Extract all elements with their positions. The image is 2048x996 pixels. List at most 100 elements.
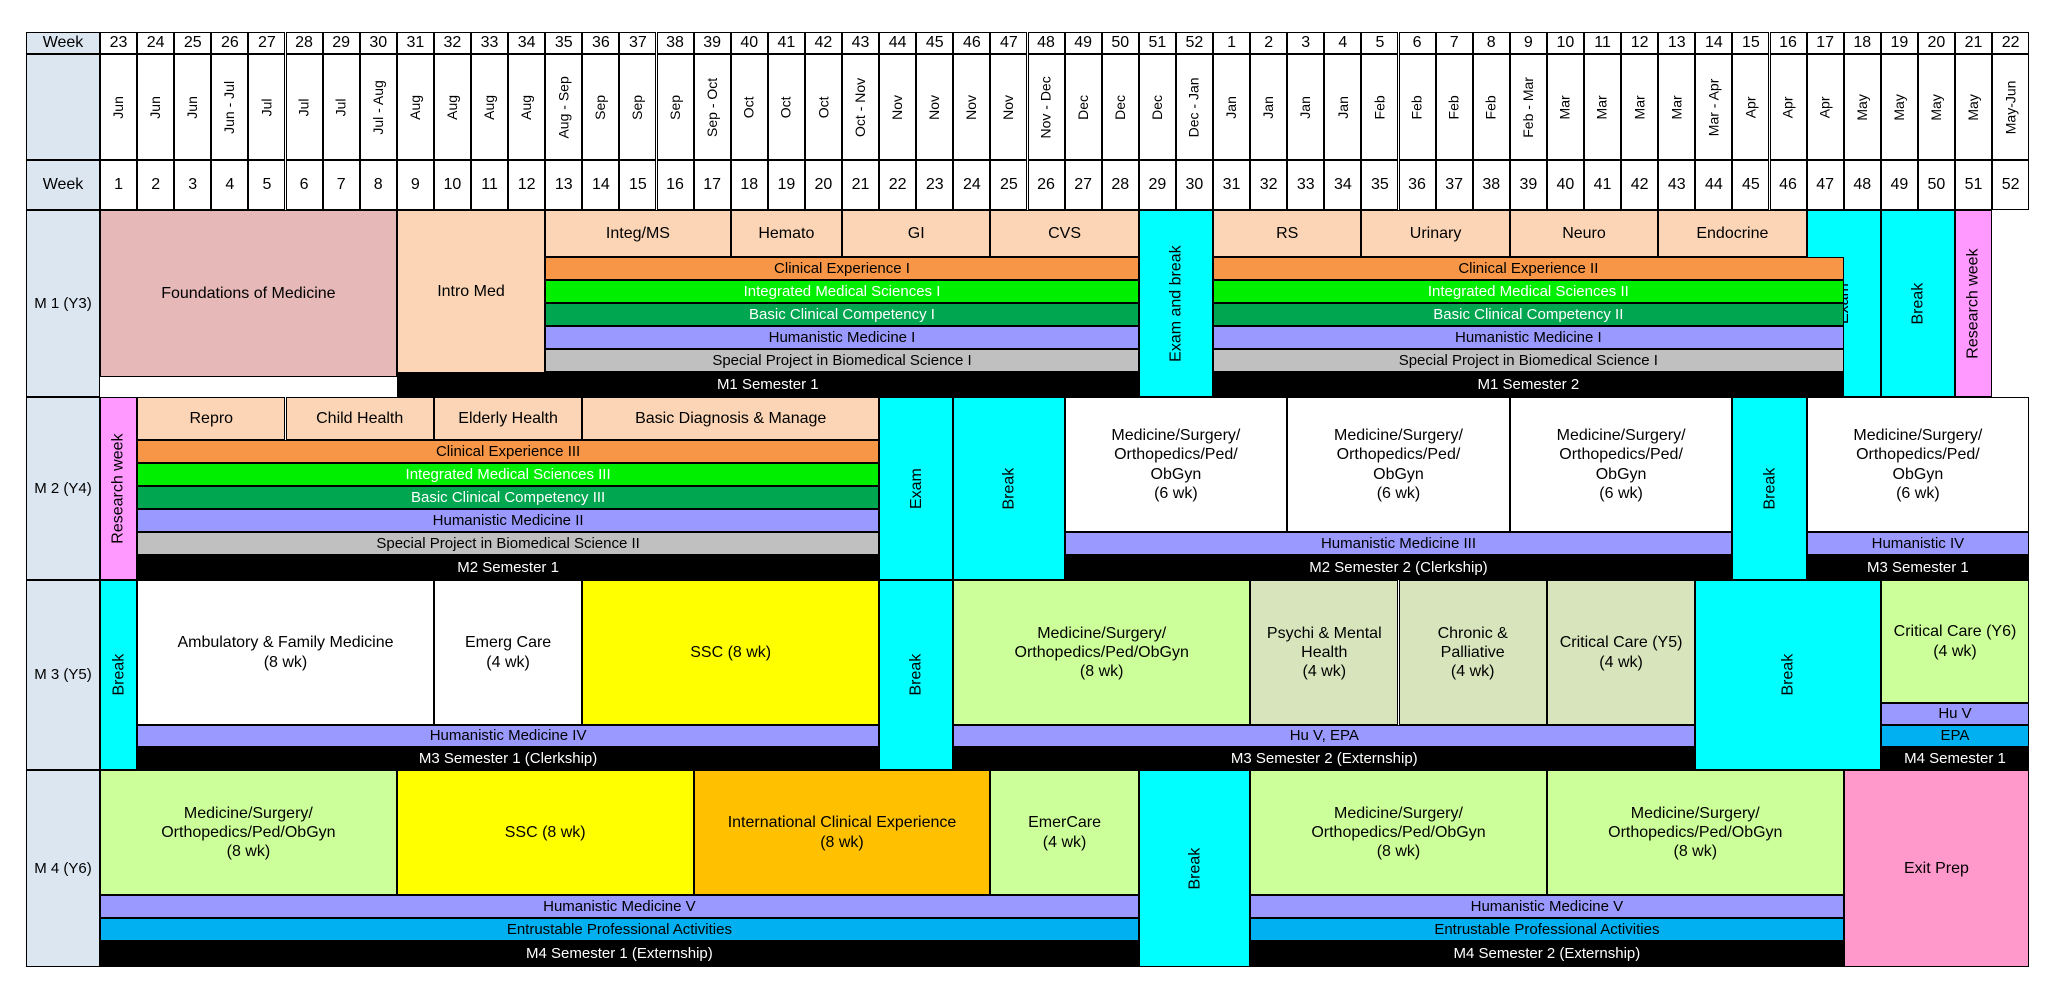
- block-hu-v-epa: Hu V, EPA: [953, 725, 1696, 747]
- month-label: Oct: [777, 96, 794, 118]
- month-label: Jul: [295, 98, 312, 116]
- month-cell: Jan: [1287, 54, 1325, 160]
- month-cell: Jan: [1213, 54, 1251, 160]
- month-cell: Nov: [953, 54, 991, 160]
- academic-week-cell: 51: [1955, 160, 1993, 210]
- calendar-week-cell: 23: [100, 32, 138, 54]
- month-label: Feb: [1482, 94, 1499, 120]
- block-break: Break: [879, 580, 954, 770]
- academic-week-cell: 5: [248, 160, 286, 210]
- month-label: Jun: [110, 95, 127, 119]
- month-label: Mar - Apr: [1705, 78, 1722, 136]
- calendar-week-cell: 19: [1880, 32, 1918, 54]
- month-cell: Oct: [730, 54, 768, 160]
- calendar-week-cell: 44: [879, 32, 917, 54]
- month-cell: Oct - Nov: [842, 54, 880, 160]
- block-special-project-in-biomedical-science-i: Special Project in Biomedical Science I: [545, 349, 1139, 372]
- calendar-week-cell: 38: [656, 32, 694, 54]
- month-cell: Jun: [174, 54, 212, 160]
- academic-week-cell: 33: [1287, 160, 1325, 210]
- calendar-week-cell: 33: [471, 32, 509, 54]
- block-medicine-surgery: Medicine/Surgery/ Orthopedics/Ped/ObGyn …: [953, 580, 1251, 725]
- calendar-week-cell: 7: [1435, 32, 1473, 54]
- block-humanistic-medicine-i: Humanistic Medicine I: [1213, 326, 1844, 349]
- block-ambulatory-family-medicine: Ambulatory & Family Medicine (8 wk): [137, 580, 434, 725]
- block-humanistic-iv: Humanistic IV: [1806, 532, 2030, 555]
- calendar-week-cell: 48: [1027, 32, 1065, 54]
- month-label: Nov: [889, 94, 906, 120]
- block-break-label: Break: [1185, 847, 1203, 890]
- month-label: May: [1965, 93, 1982, 121]
- month-label: Oct - Nov: [852, 77, 869, 137]
- month-label: Aug: [406, 94, 423, 120]
- month-cell: Feb: [1472, 54, 1510, 160]
- calendar-week-cell: 39: [693, 32, 731, 54]
- academic-week-cell: 50: [1917, 160, 1955, 210]
- calendar-week-cell: 47: [990, 32, 1028, 54]
- calendar-week-cell: 4: [1324, 32, 1362, 54]
- calendar-week-cell: 9: [1509, 32, 1547, 54]
- calendar-week-cell: 46: [953, 32, 991, 54]
- month-cell: Mar: [1658, 54, 1696, 160]
- block-critical-care-y6: Critical Care (Y6) (4 wk): [1880, 580, 2030, 703]
- year-row-label-m4: M 4 (Y6): [26, 770, 100, 967]
- block-exit-prep: Exit Prep: [1843, 770, 2030, 967]
- academic-week-cell: 9: [396, 160, 434, 210]
- block-ssc-8-wk: SSC (8 wk): [582, 580, 880, 725]
- academic-week-cell: 22: [879, 160, 917, 210]
- month-label: Jun - Jul: [221, 80, 238, 134]
- block-m3-semester-1-clerkship: M3 Semester 1 (Clerkship): [137, 747, 880, 770]
- month-label: Jul: [258, 98, 275, 116]
- calendar-week-cell: 36: [582, 32, 620, 54]
- academic-week-cell: 12: [508, 160, 546, 210]
- block-urinary: Urinary: [1361, 210, 1510, 257]
- block-clinical-experience-ii: Clinical Experience II: [1213, 257, 1844, 280]
- block-intro-med: Intro Med: [396, 210, 546, 374]
- calendar-week-cell: 35: [545, 32, 583, 54]
- academic-week-cell: 2: [137, 160, 175, 210]
- academic-week-cell: 35: [1361, 160, 1399, 210]
- academic-week-cell: 46: [1769, 160, 1807, 210]
- academic-week-cell: 8: [359, 160, 397, 210]
- calendar-week-cell: 43: [842, 32, 880, 54]
- month-cell: May: [1917, 54, 1955, 160]
- block-emercare: EmerCare (4 wk): [990, 770, 1139, 895]
- academic-week-cell: 25: [990, 160, 1028, 210]
- block-neuro: Neuro: [1509, 210, 1659, 257]
- week-header-label: Week: [26, 32, 100, 54]
- month-label: Jun: [147, 95, 164, 119]
- block-m2-semester-1: M2 Semester 1: [137, 555, 880, 580]
- month-label: Mar: [1594, 94, 1611, 120]
- block-research-week-label: Research week: [109, 433, 127, 544]
- month-cell: Apr: [1732, 54, 1770, 160]
- block-research-week: Research week: [1955, 210, 1993, 397]
- academic-week-cell: 24: [953, 160, 991, 210]
- academic-week-cell: 13: [545, 160, 583, 210]
- month-label: Nov: [963, 94, 980, 120]
- academic-week-cell: 19: [767, 160, 805, 210]
- calendar-week-cell: 18: [1843, 32, 1881, 54]
- month-label: Jul: [332, 98, 349, 116]
- month-cell: Jul: [248, 54, 286, 160]
- block-m4-semester-1-externship: M4 Semester 1 (Externship): [100, 941, 1139, 967]
- calendar-week-cell: 37: [619, 32, 657, 54]
- academic-week-cell: 17: [693, 160, 731, 210]
- month-cell: Nov - Dec: [1027, 54, 1065, 160]
- academic-week-cell: 32: [1250, 160, 1288, 210]
- month-label: Apr: [1742, 96, 1759, 118]
- block-basic-clinical-competency-i: Basic Clinical Competency I: [545, 303, 1139, 326]
- block-break-label: Break: [109, 654, 127, 696]
- block-break-label: Break: [1779, 654, 1797, 696]
- block-break: Break: [1732, 397, 1807, 580]
- block-exam-and-break: Exam and break: [1138, 210, 1213, 397]
- academic-week-cell: 26: [1027, 160, 1065, 210]
- block-cvs: CVS: [990, 210, 1139, 257]
- academic-week-cell: 43: [1658, 160, 1696, 210]
- month-cell: Mar - Apr: [1695, 54, 1733, 160]
- block-foundations-of-medicine: Foundations of Medicine: [100, 210, 397, 377]
- block-exam-label: Exam: [907, 468, 925, 509]
- calendar-week-cell: 24: [137, 32, 175, 54]
- calendar-week-cell: 5: [1361, 32, 1399, 54]
- calendar-week-cell: 45: [916, 32, 954, 54]
- block-elderly-health: Elderly Health: [433, 397, 583, 440]
